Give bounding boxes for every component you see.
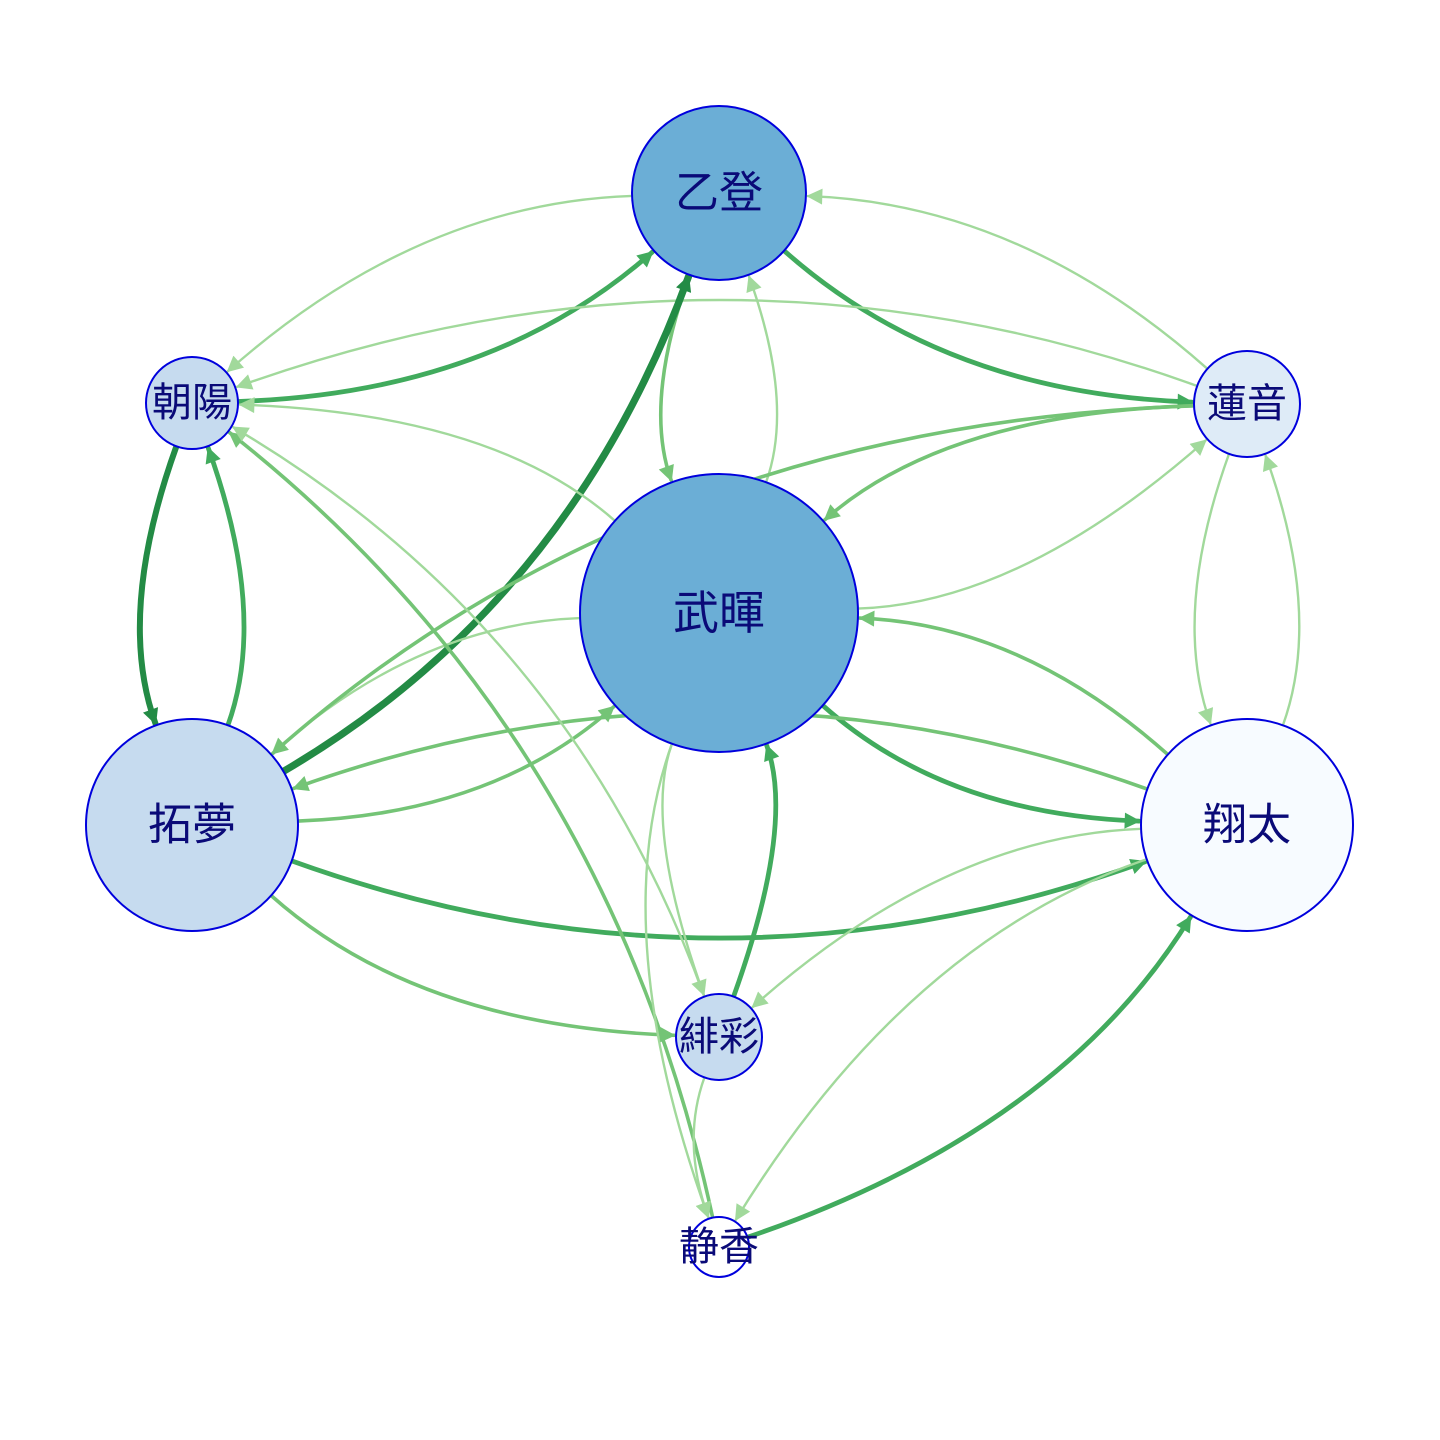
edges-layer [136, 188, 1301, 1240]
edge-n5-to-n6 [289, 858, 1148, 941]
edge-n4-to-n8 [644, 742, 711, 1219]
node-circle [579, 473, 859, 753]
edge-n3-to-n2 [235, 298, 1199, 390]
edge-n1-to-n3 [781, 248, 1195, 410]
edge-n7-to-n4 [731, 743, 780, 999]
node-label: 武暉 [673, 586, 765, 640]
edge-n4-to-n2 [238, 397, 617, 522]
graph-node: 乙登 [631, 105, 807, 281]
edge-n8-to-n6 [745, 914, 1193, 1240]
edge-n3-to-n1 [806, 188, 1209, 370]
edge-n4-to-n1 [746, 275, 779, 484]
edge-n6-to-n8 [734, 858, 1148, 1222]
edge-n8-to-n2 [227, 430, 715, 1220]
edge-n2-to-n1 [235, 249, 655, 404]
edge-n7-to-n8 [692, 1076, 711, 1219]
node-label: 静香 [679, 1224, 759, 1270]
edge-n4-to-n3 [856, 439, 1207, 610]
edge-n5-to-n7 [269, 893, 676, 1043]
edge-n5-to-n2 [205, 445, 247, 728]
node-circle [688, 1216, 750, 1278]
graph-node: 翔太 [1140, 718, 1354, 932]
edge-n5-to-n4 [296, 705, 616, 823]
edge-n4-to-n7 [661, 742, 707, 997]
node-label: 朝陽 [152, 380, 232, 426]
edge-n1-to-n2 [226, 194, 634, 373]
node-circle [145, 356, 239, 450]
node-label: 乙登 [675, 168, 763, 219]
edge-n6-to-n3 [1262, 454, 1301, 727]
graph-node: 静香 [679, 1216, 759, 1278]
node-label: 拓夢 [148, 800, 236, 851]
edge-n6-to-n4 [858, 610, 1170, 757]
graph-node: 拓夢 [85, 718, 299, 932]
node-circle [631, 105, 807, 281]
graph-node: 朝陽 [145, 356, 239, 450]
node-label: 翔太 [1203, 800, 1291, 851]
graph-node: 武暉 [579, 473, 859, 753]
edge-n3-to-n6 [1193, 452, 1231, 725]
node-circle [85, 718, 299, 932]
graph-node: 蓮音 [1193, 350, 1301, 458]
graph-node: 緋彩 [675, 993, 763, 1081]
edge-n7-to-n2 [232, 426, 706, 998]
edge-n6-to-n7 [751, 827, 1143, 1009]
edge-n2-to-n5 [136, 443, 180, 727]
edge-n4-to-n6 [820, 703, 1142, 829]
node-circle [1140, 718, 1354, 932]
node-circle [1193, 350, 1301, 458]
edge-n5-to-n1 [279, 273, 693, 775]
node-label: 緋彩 [679, 1014, 759, 1060]
node-label: 蓮音 [1207, 381, 1287, 427]
node-circle [675, 993, 763, 1081]
